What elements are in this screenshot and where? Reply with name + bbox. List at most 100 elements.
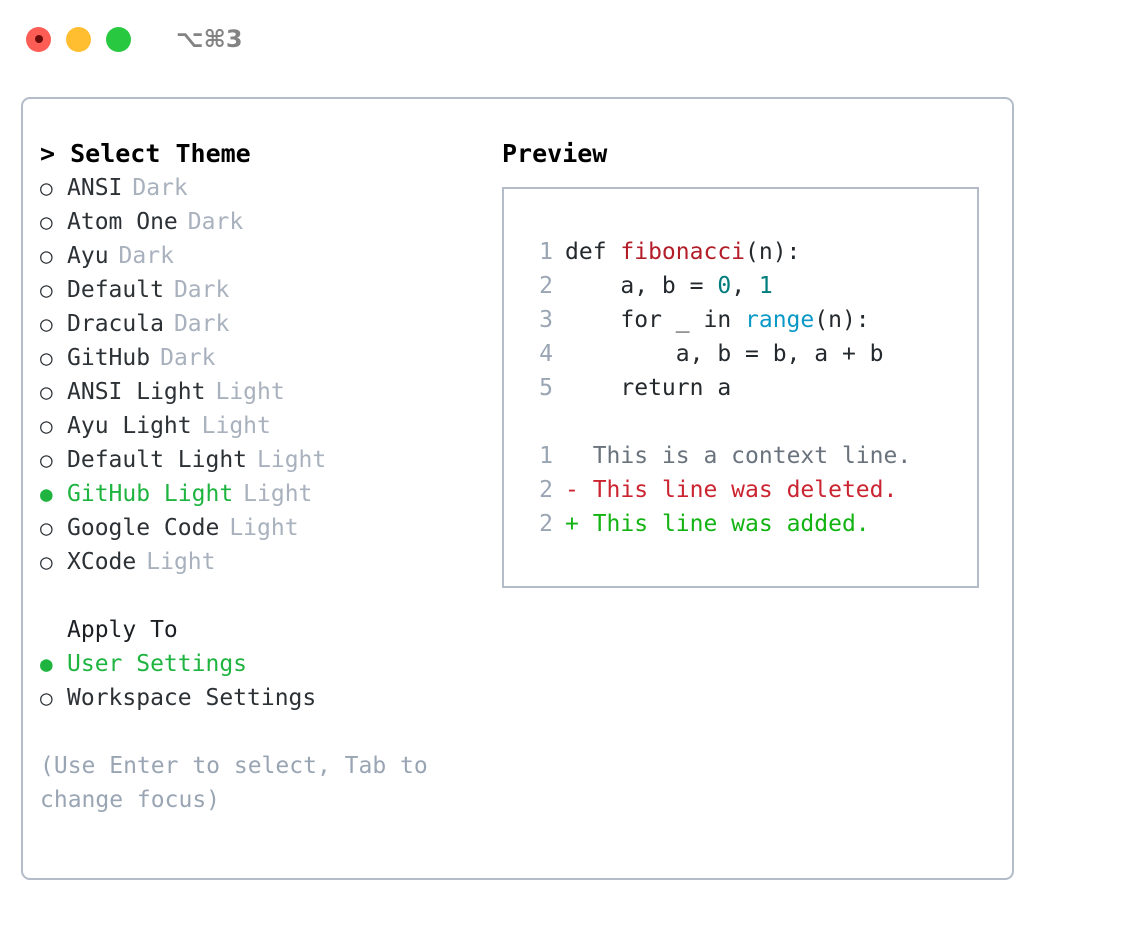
line-number: 5 — [539, 375, 553, 401]
close-button[interactable] — [26, 26, 51, 52]
keyboard-shortcut-label: ⌥⌘3 — [176, 25, 243, 53]
radio-unselected-icon: ○ — [40, 380, 53, 404]
radio-unselected-icon: ○ — [40, 448, 53, 472]
code-token: , — [731, 273, 759, 299]
code-token: 1 — [758, 273, 773, 299]
theme-item-tag: Dark — [132, 175, 188, 201]
theme-item-label: ANSI — [67, 175, 123, 201]
code-token: for _ in — [565, 307, 746, 333]
theme-item-label: GitHub Light — [67, 481, 234, 507]
radio-unselected-icon: ○ — [40, 346, 53, 370]
spacer — [523, 405, 977, 439]
radio-unselected-icon: ○ — [40, 312, 53, 336]
diff-marker: + — [565, 511, 593, 537]
theme-item[interactable]: ○ Dracula Dark — [40, 307, 480, 341]
minimize-button[interactable] — [66, 26, 91, 52]
code-token: range — [745, 307, 815, 333]
theme-item-label: ANSI Light — [67, 379, 206, 405]
line-number: 2 — [539, 477, 553, 503]
code-token: fibonacci — [620, 239, 746, 265]
theme-item-tag: Light — [201, 413, 271, 439]
keyboard-hint-text: (Use Enter to select, Tab to change focu… — [40, 753, 428, 813]
radio-unselected-icon: ○ — [40, 176, 53, 200]
theme-item-label: GitHub — [67, 345, 151, 371]
code-text: def fibonacci(n): — [565, 235, 800, 269]
maximize-button[interactable] — [106, 26, 131, 52]
theme-item-tag: Light — [243, 481, 313, 507]
line-number: 3 — [539, 307, 553, 333]
select-theme-heading: > Select Theme — [40, 139, 251, 168]
diff-marker — [565, 439, 593, 473]
apply-to-item-label: Workspace Settings — [67, 685, 317, 711]
theme-item[interactable]: ○ Ayu Light Light — [40, 409, 480, 443]
diff-line: 1 This is a context line. — [523, 439, 977, 473]
radio-unselected-icon: ○ — [40, 516, 53, 540]
diff-text: This line was added. — [592, 511, 870, 537]
theme-item-label: Ayu Light — [67, 413, 192, 439]
code-line: 3 for _ in range(n): — [523, 303, 977, 337]
radio-selected-icon: ● — [40, 482, 53, 506]
theme-item[interactable]: ○ GitHub Dark — [40, 341, 480, 375]
theme-item[interactable]: ○ ANSI Dark — [40, 171, 480, 205]
apply-to-item[interactable]: ●User Settings — [40, 647, 480, 681]
theme-item[interactable]: ○ Google Code Light — [40, 511, 480, 545]
line-number: 4 — [539, 341, 553, 367]
line-number: 1 — [539, 239, 553, 265]
theme-item-label: Dracula — [67, 311, 164, 337]
code-line: 5 return a — [523, 371, 977, 405]
line-number: 1 — [539, 443, 553, 469]
code-token: a, b = — [565, 273, 718, 299]
code-line: 1 def fibonacci(n): — [523, 235, 977, 269]
theme-item-label: Default Light — [67, 447, 248, 473]
diff-line: 2- This line was deleted. — [523, 473, 977, 507]
theme-item-tag: Light — [146, 549, 216, 575]
theme-item-tag: Dark — [160, 345, 216, 371]
code-line: 2 a, b = 0, 1 — [523, 269, 977, 303]
apply-to-list[interactable]: ●User Settings ○ Workspace Settings — [40, 647, 480, 715]
radio-unselected-icon: ○ — [40, 244, 53, 268]
theme-item-tag: Light — [229, 515, 299, 541]
traffic-lights — [26, 26, 131, 52]
code-text: a, b = b, a + b — [565, 337, 884, 371]
theme-item-tag: Light — [257, 447, 327, 473]
apply-to-item[interactable]: ○ Workspace Settings — [40, 681, 480, 715]
radio-unselected-icon: ○ — [40, 686, 53, 710]
code-token: return a — [565, 375, 732, 401]
diff-line: 2+ This line was added. — [523, 507, 977, 541]
theme-item-tag: Dark — [173, 277, 230, 303]
code-token: 0 — [717, 273, 732, 299]
theme-item[interactable]: ● GitHub Light Light — [40, 477, 480, 511]
theme-item-label: XCode — [67, 549, 137, 575]
theme-item[interactable]: ○ Ayu Dark — [40, 239, 480, 273]
theme-item-label: Google Code — [67, 515, 220, 541]
radio-selected-icon: ● — [40, 652, 53, 676]
theme-item[interactable]: ○ ANSI Light Light — [40, 375, 480, 409]
theme-item-tag: Light — [215, 379, 285, 405]
preview-heading: Preview — [502, 139, 608, 168]
window-titlebar: ⌥⌘3 — [0, 0, 1140, 78]
theme-item-label: Ayu — [67, 243, 109, 269]
radio-unselected-icon: ○ — [40, 550, 53, 574]
theme-item-tag: Dark — [187, 209, 244, 235]
diff-text: This line was deleted. — [592, 477, 898, 503]
radio-unselected-icon: ○ — [40, 210, 53, 234]
line-number: 2 — [539, 273, 553, 299]
code-token: a, b = b, a + b — [565, 341, 884, 367]
apply-to-heading: Apply To — [67, 617, 178, 643]
theme-item[interactable]: ○ XCode Light — [40, 545, 480, 579]
theme-item[interactable]: ○ Default Light Light — [40, 443, 480, 477]
theme-item-tag: Dark — [118, 243, 174, 269]
radio-unselected-icon: ○ — [40, 414, 53, 438]
code-text: return a — [565, 371, 731, 405]
diff-text: This is a context line. — [592, 443, 912, 469]
code-token: (n): — [745, 239, 801, 265]
theme-item-tag: Dark — [173, 311, 230, 337]
